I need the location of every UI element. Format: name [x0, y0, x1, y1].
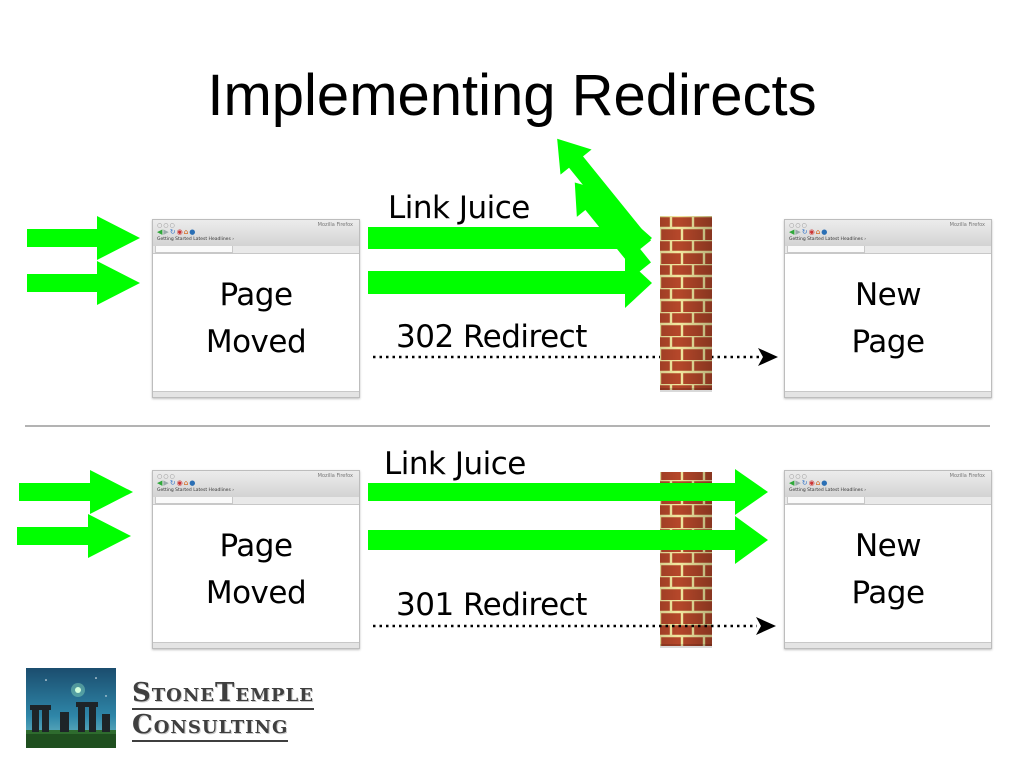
bookmarks-bar: Getting Started Latest Headlines › [157, 237, 235, 242]
status-bar [153, 391, 359, 397]
brick-wall-icon [660, 216, 712, 392]
stop-icon: ◉ [808, 479, 816, 487]
reload-icon: ↻ [801, 228, 809, 236]
link-juice-label-301: Link Juice [384, 446, 526, 482]
globe-icon: ● [821, 228, 829, 236]
bookmarks-bar: Getting Started Latest Headlines › [789, 488, 867, 493]
window-buttons-icon: ○○○ [157, 222, 176, 229]
logo-line2: Consulting [132, 710, 289, 742]
old-page-line2: Moved [205, 324, 307, 360]
link-juice-label-302: Link Juice [388, 190, 530, 226]
old-page-line2: Moved [205, 575, 307, 611]
browser-window-title: Mozilla Firefox [949, 473, 985, 479]
forward-arrow-icon: ▶ [163, 228, 170, 236]
green-arrow-icon [368, 258, 652, 308]
green-arrow-icon [368, 469, 768, 515]
browser-chrome: ○○○ Mozilla Firefox ◀▶↻◉⌂● Getting Start… [153, 220, 359, 247]
forward-arrow-icon: ▶ [163, 479, 170, 487]
home-icon: ⌂ [815, 479, 822, 487]
browser-toolbar-icons: ◀▶↻◉⌂● [789, 479, 828, 487]
tab-strip [785, 497, 991, 505]
logo-line1: StoneTemple [132, 678, 314, 710]
browser-tab [787, 246, 865, 253]
browser-window-old-page-301: ○○○ Mozilla Firefox ◀▶↻◉⌂● Getting Start… [152, 470, 360, 649]
new-page-line2: Page [851, 575, 925, 611]
browser-window-old-page-302: ○○○ Mozilla Firefox ◀▶↻◉⌂● Getting Start… [152, 219, 360, 398]
new-page-line1: New [854, 528, 922, 564]
back-arrow-icon: ◀ [157, 228, 164, 236]
green-arrow-icon [368, 214, 652, 262]
stop-icon: ◉ [176, 228, 184, 236]
green-arrow-icon [368, 516, 768, 564]
old-page-label: Page Moved [153, 523, 359, 617]
home-icon: ⌂ [815, 228, 822, 236]
browser-toolbar-icons: ◀▶↻◉⌂● [157, 479, 196, 487]
old-page-line1: Page [219, 277, 293, 313]
stop-icon: ◉ [176, 479, 184, 487]
browser-tab [155, 246, 233, 253]
home-icon: ⌂ [183, 228, 190, 236]
back-arrow-icon: ◀ [789, 228, 796, 236]
tab-strip [153, 246, 359, 254]
reload-icon: ↻ [169, 228, 177, 236]
status-bar [785, 642, 991, 648]
window-buttons-icon: ○○○ [789, 222, 808, 229]
globe-icon: ● [189, 228, 197, 236]
new-page-label: New Page [785, 523, 991, 617]
window-buttons-icon: ○○○ [789, 473, 808, 480]
back-arrow-icon: ◀ [157, 479, 164, 487]
browser-window-title: Mozilla Firefox [317, 222, 353, 228]
redirect-label-302: 302 Redirect [396, 319, 587, 355]
browser-chrome: ○○○ Mozilla Firefox ◀▶↻◉⌂● Getting Start… [785, 471, 991, 498]
reload-icon: ↻ [801, 479, 809, 487]
green-arrow-icon [557, 138, 651, 252]
status-bar [153, 642, 359, 648]
redirect-label-301: 301 Redirect [396, 587, 587, 623]
browser-window-new-page-301: ○○○ Mozilla Firefox ◀▶↻◉⌂● Getting Start… [784, 470, 992, 649]
browser-window-title: Mozilla Firefox [949, 222, 985, 228]
arrowhead-icon [758, 348, 778, 366]
browser-chrome: ○○○ Mozilla Firefox ◀▶↻◉⌂● Getting Start… [785, 220, 991, 247]
tab-strip [153, 497, 359, 505]
new-page-line2: Page [851, 324, 925, 360]
slide-title: Implementing Redirects [207, 63, 817, 128]
browser-window-new-page-302: ○○○ Mozilla Firefox ◀▶↻◉⌂● Getting Start… [784, 219, 992, 398]
status-bar [785, 391, 991, 397]
new-page-line1: New [854, 277, 922, 313]
browser-tab [787, 497, 865, 504]
forward-arrow-icon: ▶ [795, 228, 802, 236]
globe-icon: ● [189, 479, 197, 487]
green-arrow-icon [574, 182, 651, 274]
bookmarks-bar: Getting Started Latest Headlines › [789, 237, 867, 242]
forward-arrow-icon: ▶ [795, 479, 802, 487]
old-page-line1: Page [219, 528, 293, 564]
old-page-label: Page Moved [153, 272, 359, 366]
stonetemple-logo: StoneTemple Consulting [26, 668, 336, 748]
green-arrow-icon [27, 261, 140, 305]
arrowhead-icon [756, 617, 776, 635]
home-icon: ⌂ [183, 479, 190, 487]
tab-strip [785, 246, 991, 254]
new-page-label: New Page [785, 272, 991, 366]
back-arrow-icon: ◀ [789, 479, 796, 487]
browser-window-title: Mozilla Firefox [317, 473, 353, 479]
browser-toolbar-icons: ◀▶↻◉⌂● [157, 228, 196, 236]
stop-icon: ◉ [808, 228, 816, 236]
browser-chrome: ○○○ Mozilla Firefox ◀▶↻◉⌂● Getting Start… [153, 471, 359, 498]
green-arrow-icon [19, 470, 133, 514]
window-buttons-icon: ○○○ [157, 473, 176, 480]
green-arrow-icon [27, 216, 140, 260]
green-arrow-icon [17, 514, 131, 558]
section-divider [25, 425, 990, 427]
stonehenge-logo-icon [26, 668, 116, 748]
browser-toolbar-icons: ◀▶↻◉⌂● [789, 228, 828, 236]
bookmarks-bar: Getting Started Latest Headlines › [157, 488, 235, 493]
globe-icon: ● [821, 479, 829, 487]
browser-tab [155, 497, 233, 504]
reload-icon: ↻ [169, 479, 177, 487]
